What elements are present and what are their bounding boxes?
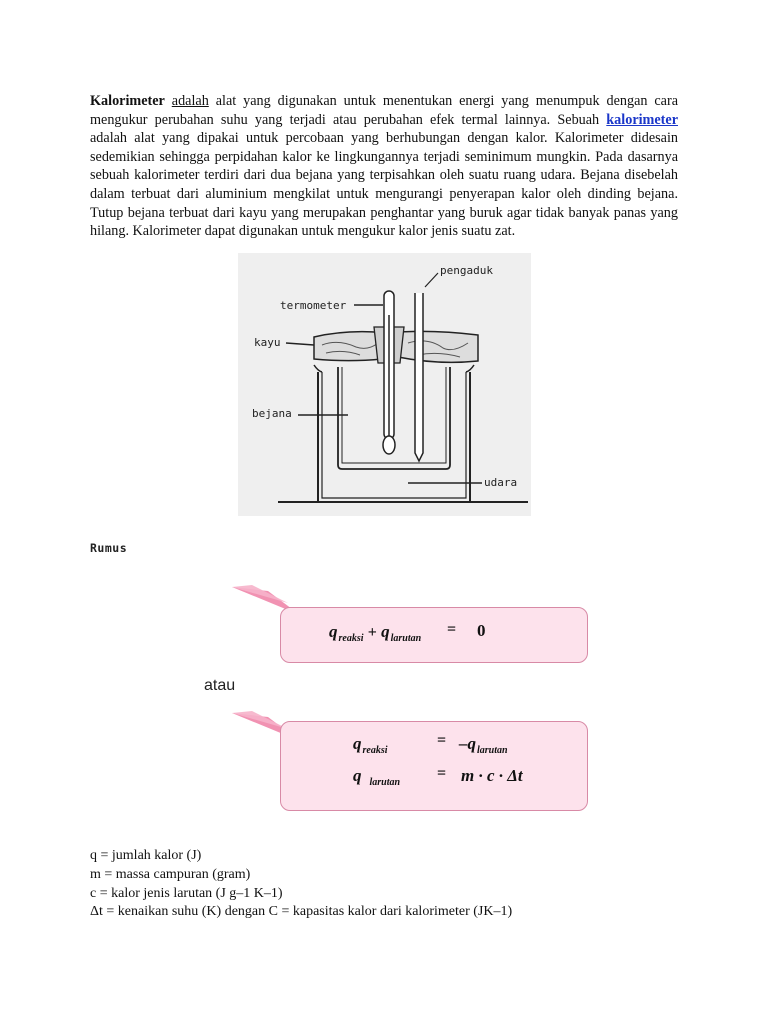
section-heading-rumus: Rumus bbox=[90, 541, 128, 555]
label-termometer: termometer bbox=[280, 299, 347, 312]
calorimeter-drawing: pengaduk termometer kayu bejana udara bbox=[252, 264, 528, 503]
paragraph-text-2: adalah alat yang dipakai untuk percobaan… bbox=[90, 130, 678, 240]
legend-line: q = jumlah kalor (J) bbox=[90, 848, 202, 863]
link-kalorimeter[interactable]: kalorimeter bbox=[606, 111, 678, 128]
formula-box-1: qreaksi + qlarutan = 0 bbox=[280, 607, 588, 663]
intro-paragraph: Kalorimeter adalah alat yang digunakan u… bbox=[90, 92, 678, 241]
formula2-line1-lhs: qreaksi bbox=[353, 734, 388, 756]
formula2-line1-equals: = bbox=[437, 732, 447, 749]
inner-vessel bbox=[337, 367, 451, 470]
label-bejana: bejana bbox=[252, 407, 292, 420]
label-pengaduk: pengaduk bbox=[440, 264, 493, 277]
formula2-line2-rhs: m · c · Δt bbox=[461, 766, 523, 785]
term-kalorimeter: Kalorimeter bbox=[90, 93, 165, 109]
stirrer bbox=[414, 293, 424, 463]
formula1-lhs: qreaksi + qlarutan bbox=[329, 622, 422, 644]
formula2-line2-equals: = bbox=[437, 765, 447, 782]
atau-label: atau bbox=[204, 677, 236, 694]
legend-line: Δt = kenaikan suhu (K) dengan C = kapasi… bbox=[90, 904, 513, 920]
label-udara: udara bbox=[484, 476, 517, 489]
paragraph-text-1: alat yang digunakan untuk menentukan ene… bbox=[90, 93, 679, 128]
legend-line: m = massa campuran (gram) bbox=[90, 866, 251, 882]
outer-vessel bbox=[317, 372, 471, 502]
calorimeter-diagram: pengaduk termometer kayu bejana udara bbox=[238, 253, 531, 516]
formula2-line1-rhs: –qlarutan bbox=[459, 734, 508, 756]
formula1-rhs: 0 bbox=[477, 621, 486, 640]
link-adalah[interactable]: adalah bbox=[171, 93, 209, 109]
legend-line: c = kalor jenis larutan (J g–1 K–1) bbox=[90, 885, 283, 901]
formula1-equals: = bbox=[447, 621, 457, 638]
label-kayu: kayu bbox=[254, 336, 281, 349]
variable-legend: q = jumlah kalor (J) m = massa campuran … bbox=[90, 847, 512, 922]
